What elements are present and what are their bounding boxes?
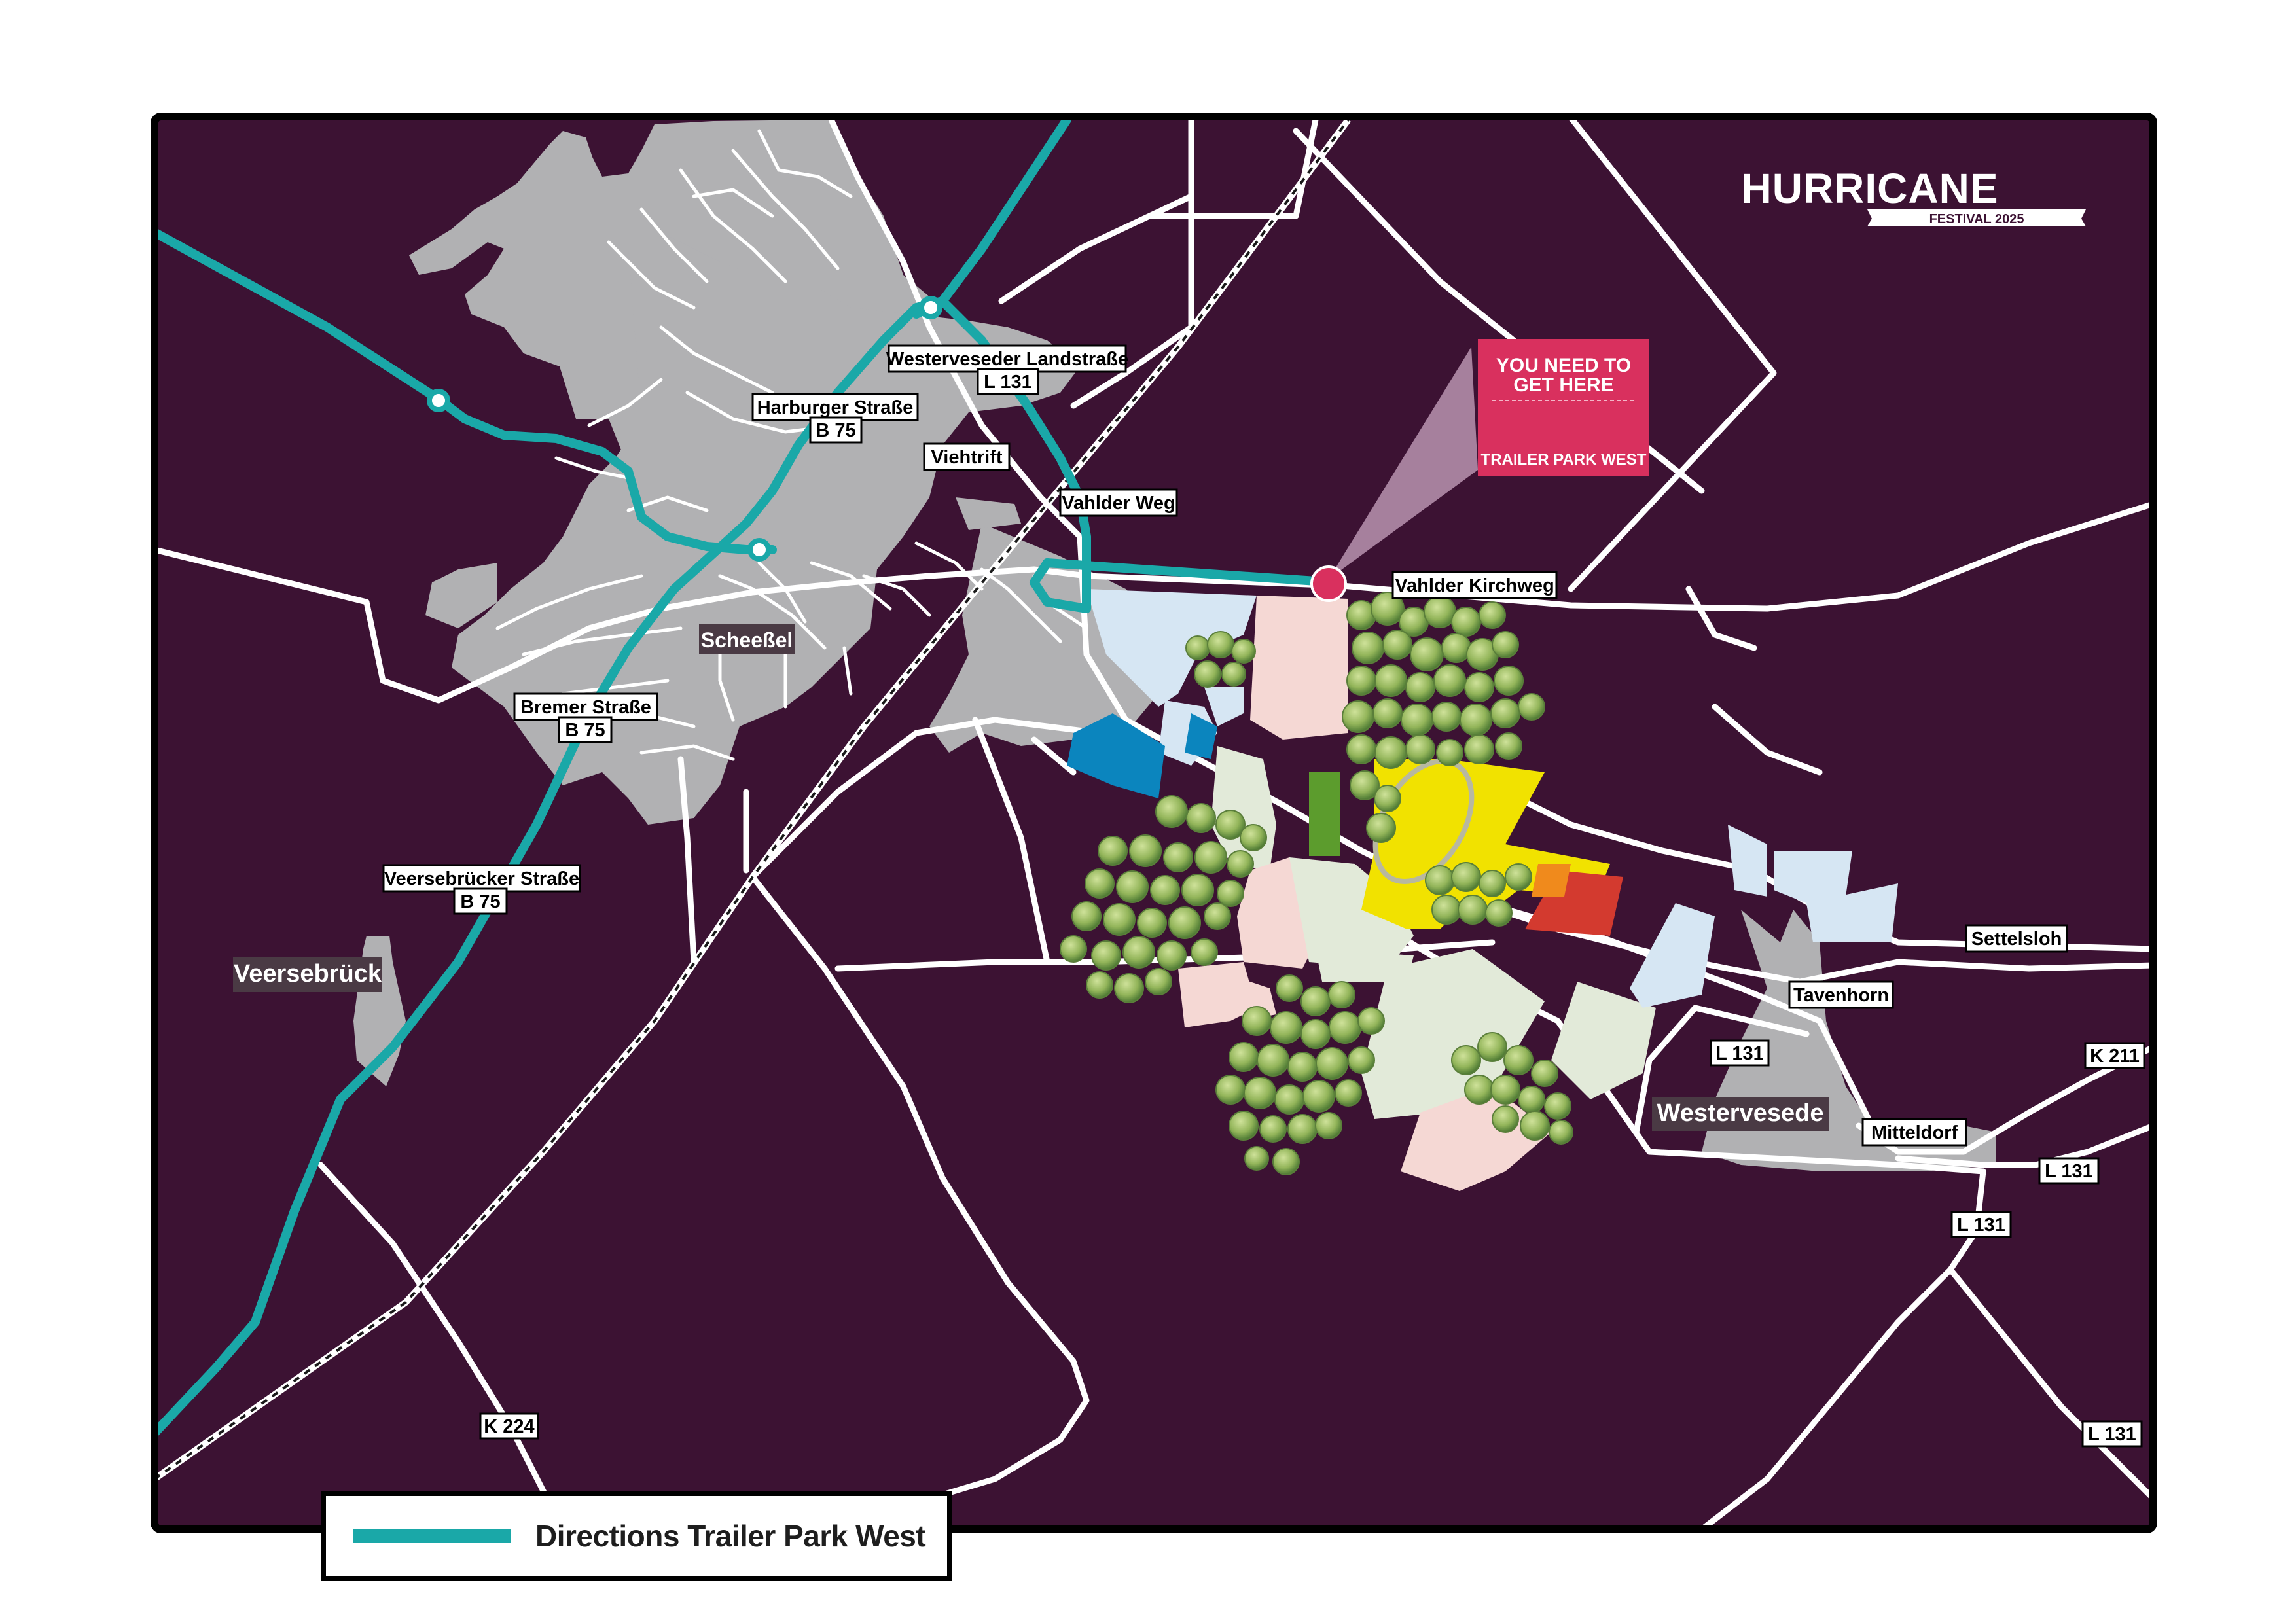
town-labels: Scheeßel Veersebrück Westervesede bbox=[233, 624, 1829, 1131]
legend-route-label: Directions Trailer Park West bbox=[535, 1519, 926, 1553]
label-l131-a: L 131 bbox=[1715, 1043, 1764, 1064]
callout-destination: TRAILER PARK WEST bbox=[1481, 451, 1647, 469]
label-k211: K 211 bbox=[2090, 1046, 2140, 1067]
label-settelsloh: Settelsloh bbox=[1971, 929, 2062, 950]
destination-callout: YOU NEED TO GET HERE TRAILER PARK WEST bbox=[1310, 339, 1649, 602]
field-blue-east-4 bbox=[1806, 883, 1898, 942]
callout-line-2: GET HERE bbox=[1513, 374, 1613, 396]
label-l131-c: L 131 bbox=[1957, 1215, 2005, 1236]
label-l131-d: L 131 bbox=[2088, 1424, 2136, 1445]
map-background bbox=[154, 116, 2153, 1529]
callout-pointer bbox=[1329, 347, 1478, 579]
label-viehtrift: Viehtrift bbox=[931, 447, 1002, 468]
forest-east-small bbox=[1425, 862, 1532, 927]
forest-areas bbox=[1060, 592, 1573, 1175]
label-veersebruecker-strasse: Veersebrücker Straße bbox=[384, 868, 579, 889]
forest-north-east bbox=[1342, 592, 1545, 843]
railway bbox=[154, 118, 1352, 1482]
label-vahlder-kirchweg: Vahlder Kirchweg bbox=[1395, 575, 1554, 596]
field-light-blue-north bbox=[1086, 589, 1257, 707]
map-legend: Directions Trailer Park West bbox=[321, 1491, 952, 1581]
route-junctions bbox=[427, 296, 942, 562]
field-blue-east-3 bbox=[1774, 851, 1852, 903]
blue-area-small bbox=[1185, 713, 1217, 759]
forest-south-east bbox=[1451, 1032, 1573, 1145]
forest-north-west bbox=[1185, 631, 1256, 688]
map-frame bbox=[151, 113, 2157, 1533]
label-k224: K 224 bbox=[484, 1416, 534, 1437]
logo-ribbon bbox=[1867, 209, 2086, 226]
callout-line-1: YOU NEED TO bbox=[1496, 355, 1631, 376]
label-westerveseder-landstrasse-ref: L 131 bbox=[984, 372, 1032, 393]
label-vahlder-weg: Vahlder Weg bbox=[1062, 493, 1175, 514]
label-harburger-strasse-ref: B 75 bbox=[816, 420, 855, 441]
hurricane-logo: HURRICANE FESTIVAL 2025 bbox=[1742, 165, 2086, 226]
town-label-westervesede: Westervesede bbox=[1657, 1099, 1824, 1127]
legend-route-swatch bbox=[353, 1529, 511, 1543]
logo-title: HURRICANE bbox=[1742, 165, 1999, 212]
road-labels: Westerveseder Landstraße L 131 Harburger… bbox=[382, 344, 2145, 1448]
label-harburger-strasse: Harburger Straße bbox=[757, 397, 914, 418]
callout-box bbox=[1478, 339, 1649, 476]
label-veersebruecker-strasse-ref: B 75 bbox=[460, 891, 500, 912]
stage-area-orange bbox=[1532, 864, 1571, 897]
destination-marker bbox=[1310, 565, 1347, 602]
blue-area-west bbox=[1067, 713, 1165, 798]
town-label-scheessel: Scheeßel bbox=[701, 628, 793, 652]
label-bremer-strasse: Bremer Straße bbox=[520, 697, 651, 718]
logo-subtitle: FESTIVAL 2025 bbox=[1929, 212, 2024, 226]
field-blue-east-1 bbox=[1630, 903, 1715, 1008]
town-label-veersebrueck: Veersebrück bbox=[234, 960, 382, 988]
label-westerveseder-landstrasse: Westerveseder Landstraße bbox=[886, 349, 1128, 370]
field-green-center bbox=[1289, 857, 1414, 969]
field-blue-east-2 bbox=[1728, 825, 1767, 897]
label-l131-b: L 131 bbox=[2045, 1161, 2093, 1182]
label-bremer-strasse-ref: B 75 bbox=[565, 720, 605, 741]
field-pink-north bbox=[1250, 596, 1348, 740]
label-mitteldorf: Mitteldorf bbox=[1871, 1122, 1958, 1143]
field-blue-small-2 bbox=[1204, 687, 1244, 726]
green-strip bbox=[1309, 772, 1340, 856]
field-green-east bbox=[1551, 982, 1656, 1099]
label-tavenhorn: Tavenhorn bbox=[1793, 985, 1889, 1006]
forest-west bbox=[1060, 795, 1267, 1003]
forest-south bbox=[1215, 974, 1385, 1175]
